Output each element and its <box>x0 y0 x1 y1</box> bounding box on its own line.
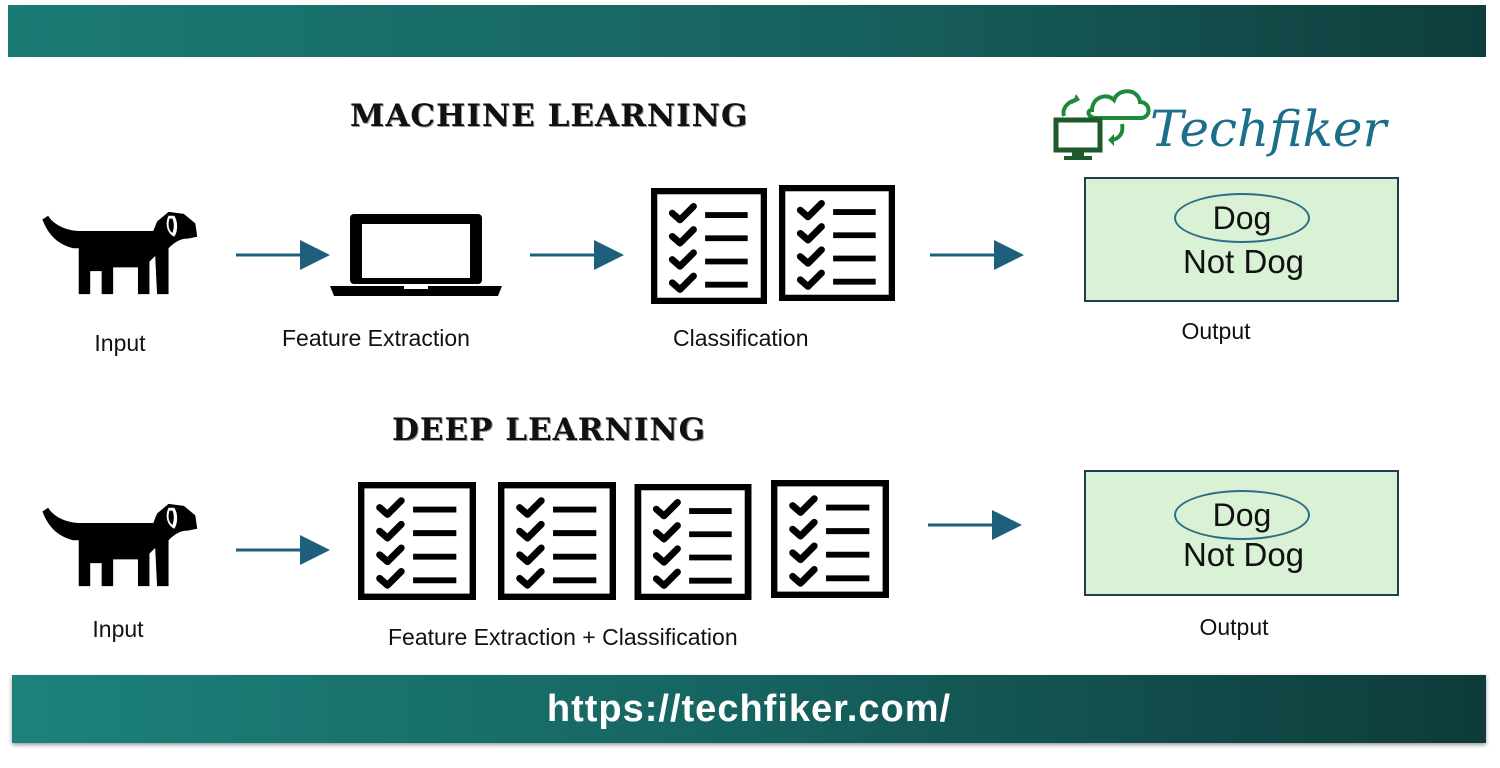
ml-feature-extraction-label: Feature Extraction <box>282 325 470 351</box>
dl-output-dog-oval: Dog <box>1174 490 1310 540</box>
ml-output-dog-oval: Dog <box>1174 193 1310 243</box>
top-banner <box>8 5 1486 57</box>
dl-section-title: DEEP LEARNING <box>392 412 707 448</box>
dl-output-dog-label: Dog <box>1212 496 1272 533</box>
dl-output-notdog-label: Not Dog <box>1182 536 1305 573</box>
cloud-monitor-sync-icon <box>1053 89 1151 160</box>
ml-classification-label: Classification <box>673 325 809 351</box>
ml-output-dog-label: Dog <box>1212 199 1272 236</box>
brand-logo: Techfiker <box>1052 82 1432 182</box>
ml-laptop-icon <box>330 214 502 296</box>
ml-section-title: MACHINE LEARNING <box>350 98 749 134</box>
dl-output-label: Output <box>1199 614 1269 640</box>
dl-combined-label: Feature Extraction + Classification <box>388 624 738 650</box>
ml-output-box: Dog Not Dog <box>1084 177 1399 302</box>
footer-url-link[interactable]: https://techfiker.com/ <box>546 687 952 730</box>
footer-banner: https://techfiker.com/ <box>12 675 1486 743</box>
ml-output-label: Output <box>1181 318 1251 344</box>
ml-output-notdog-label: Not Dog <box>1182 243 1305 280</box>
brand-name: Techfiker <box>1150 100 1387 158</box>
dl-output-box: Dog Not Dog <box>1084 470 1399 596</box>
ml-input-label: Input <box>94 330 146 356</box>
dl-input-label: Input <box>92 616 144 642</box>
